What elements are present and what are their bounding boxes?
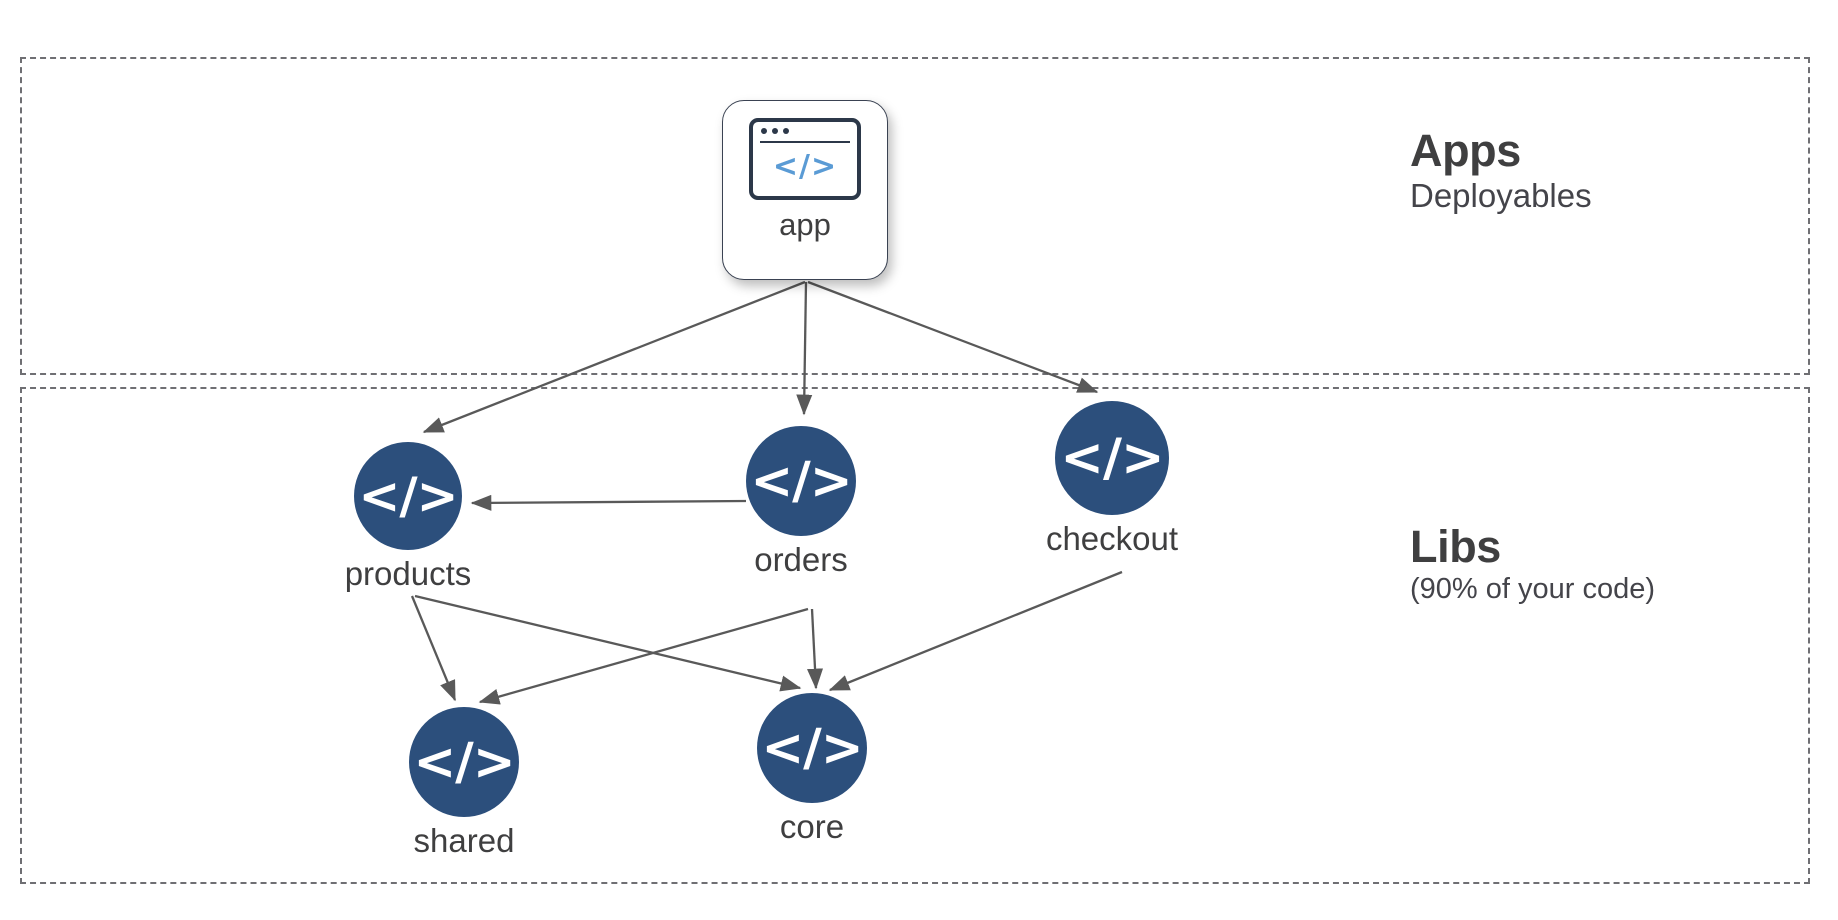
- node-checkout-label: checkout: [1045, 520, 1179, 557]
- node-products[interactable]: </> products: [294, 442, 522, 590]
- node-orders-label: orders: [754, 541, 848, 578]
- node-shared[interactable]: </> shared: [349, 707, 579, 857]
- node-app-label: app: [779, 207, 831, 242]
- code-glyph: </>: [772, 148, 838, 184]
- zone-libs-subtitle: (90% of your code): [1410, 572, 1656, 605]
- node-orders[interactable]: </> orders: [686, 426, 916, 576]
- code-icon: </>: [354, 442, 462, 550]
- code-glyph: </>: [761, 718, 863, 778]
- code-icon: </>: [1055, 401, 1169, 515]
- browser-dots-icon: [761, 128, 789, 134]
- code-icon: </>: [757, 693, 867, 803]
- node-products-label: products: [344, 555, 472, 592]
- code-glyph: </>: [750, 451, 852, 511]
- code-glyph: </>: [1060, 428, 1164, 488]
- browser-code-icon: </>: [749, 118, 861, 200]
- node-core-label: core: [779, 808, 845, 845]
- node-shared-label: shared: [413, 822, 515, 859]
- code-icon: </>: [409, 707, 519, 817]
- zone-libs-caption: Libs (90% of your code): [1410, 523, 1655, 608]
- zone-apps-subtitle: Deployables: [1410, 176, 1592, 214]
- code-glyph: </>: [358, 467, 458, 525]
- zone-libs-title: Libs: [1410, 521, 1501, 572]
- browser-divider: [760, 141, 850, 144]
- code-glyph: </>: [413, 732, 515, 792]
- zone-apps-title: Apps: [1410, 125, 1521, 176]
- code-icon: </>: [746, 426, 856, 536]
- node-app[interactable]: </> app: [722, 100, 888, 280]
- node-core[interactable]: </> core: [697, 693, 927, 843]
- node-checkout[interactable]: </> checkout: [995, 401, 1229, 555]
- zone-apps-caption: Apps Deployables: [1410, 127, 1592, 217]
